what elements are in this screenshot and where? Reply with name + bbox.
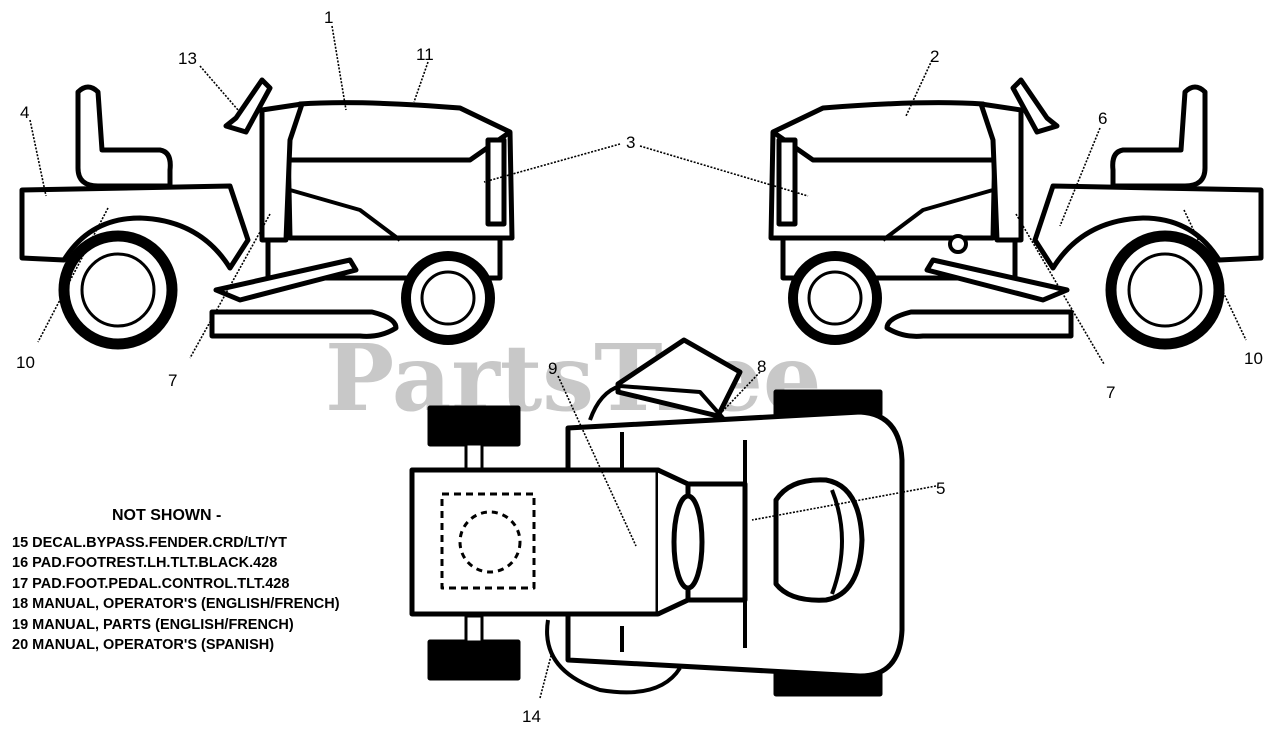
mower-deck-right (884, 309, 1074, 339)
steering-wheel-right (1010, 77, 1060, 135)
tractor-right-side-view (768, 77, 1264, 350)
not-shown-item: 17 PAD.FOOT.PEDAL.CONTROL.TLT.428 (12, 575, 290, 592)
front-wheel-top-lower (427, 639, 521, 681)
not-shown-item: 18 MANUAL, OPERATOR'S (ENGLISH/FRENCH) (12, 596, 340, 612)
seat-top (773, 477, 865, 603)
not-shown-item: 15 DECAL.BYPASS.FENDER.CRD/LT/YT (12, 534, 287, 551)
callout-10-left: 10 (16, 353, 35, 372)
not-shown-header: NOT SHOWN - (112, 507, 222, 524)
leader-lines (29, 25, 1247, 699)
hood-left (285, 100, 515, 241)
not-shown-item: 16 PAD.FOOTREST.LH.TLT.BLACK.428 (12, 555, 278, 571)
callout-2: 2 (930, 47, 939, 66)
front-wheel-top-upper (427, 405, 521, 447)
callout-6: 6 (1098, 109, 1107, 128)
mower-deck-left (209, 309, 399, 339)
seat-right (1110, 84, 1208, 189)
fender-right (1032, 183, 1264, 271)
callout-3: 3 (626, 133, 635, 152)
callout-13: 13 (178, 49, 197, 68)
callout-8: 8 (757, 357, 766, 376)
not-shown-item: 20 MANUAL, OPERATOR'S (SPANISH) (12, 637, 275, 653)
callout-11: 11 (416, 45, 434, 64)
chute-top (615, 337, 743, 419)
callouts: 1 11 13 4 10 7 3 2 6 7 10 9 8 5 14 (16, 8, 1263, 726)
not-shown-item: 19 MANUAL, PARTS (ENGLISH/FRENCH) (12, 616, 294, 633)
tractor-top-view (409, 337, 905, 697)
callout-1: 1 (324, 8, 333, 27)
steering-wheel-left (223, 77, 273, 135)
hood-top (409, 467, 661, 617)
callout-5: 5 (936, 479, 945, 498)
seat-left (75, 84, 173, 189)
tractor-left-side-view (19, 77, 515, 350)
callout-14: 14 (522, 707, 541, 726)
callout-9: 9 (548, 359, 557, 378)
not-shown-list: NOT SHOWN - 15 DECAL.BYPASS.FENDER.CRD/L… (12, 506, 340, 656)
fender-left (19, 183, 251, 271)
callout-7-left: 7 (168, 371, 177, 390)
callout-7-right: 7 (1106, 383, 1115, 402)
callout-10-right: 10 (1244, 349, 1263, 368)
callout-4: 4 (20, 103, 29, 122)
hood-right (768, 100, 998, 241)
